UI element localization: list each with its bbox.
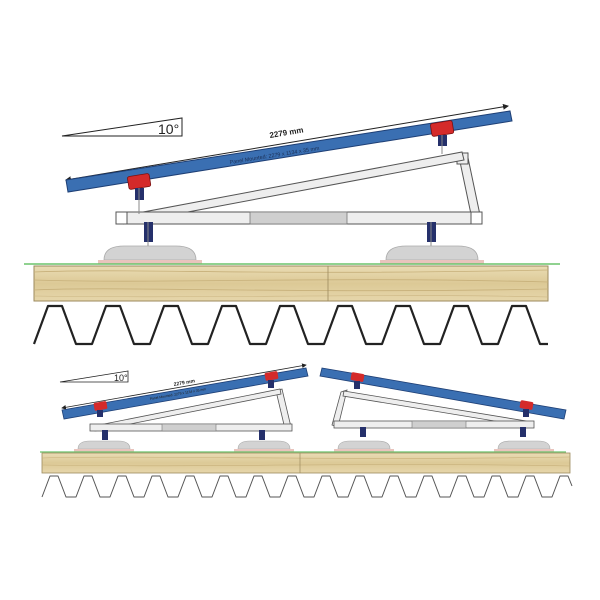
- left-mount: Panel Mounted: 2279 x 1134 x 35 mm: [61, 367, 309, 452]
- right-mount: [319, 367, 567, 452]
- bottom-length-label: 2279 mm: [173, 378, 196, 388]
- angle-label: 10°: [158, 121, 179, 137]
- rear-support-pad: [380, 245, 484, 264]
- length-label: 2279 mm: [269, 125, 304, 140]
- trapezoid-deck: [32, 304, 548, 346]
- rear-clamp: [430, 120, 455, 154]
- front-support-pad: [98, 245, 202, 264]
- bottom-trapezoid-deck: [41, 475, 573, 498]
- base-rail: [115, 211, 483, 225]
- bottom-wood-beam: [41, 452, 571, 474]
- bottom-angle-indicator: 10°: [59, 370, 129, 383]
- bottom-assemblies: 10° 2279 mm Panel Mounted: 2279 x 1134 x…: [40, 363, 573, 498]
- front-clamp: [127, 173, 152, 214]
- left-panel: [61, 367, 309, 420]
- angle-indicator: 10°: [61, 117, 183, 137]
- wood-beam: [33, 265, 549, 302]
- right-panel: [319, 367, 567, 420]
- top-assembly: 10° 2279 mm Panel Mounted: 2279 x 1134 x…: [24, 103, 560, 346]
- bottom-length-dimension: 2279 mm: [61, 363, 307, 410]
- bottom-angle-label: 10°: [114, 373, 128, 383]
